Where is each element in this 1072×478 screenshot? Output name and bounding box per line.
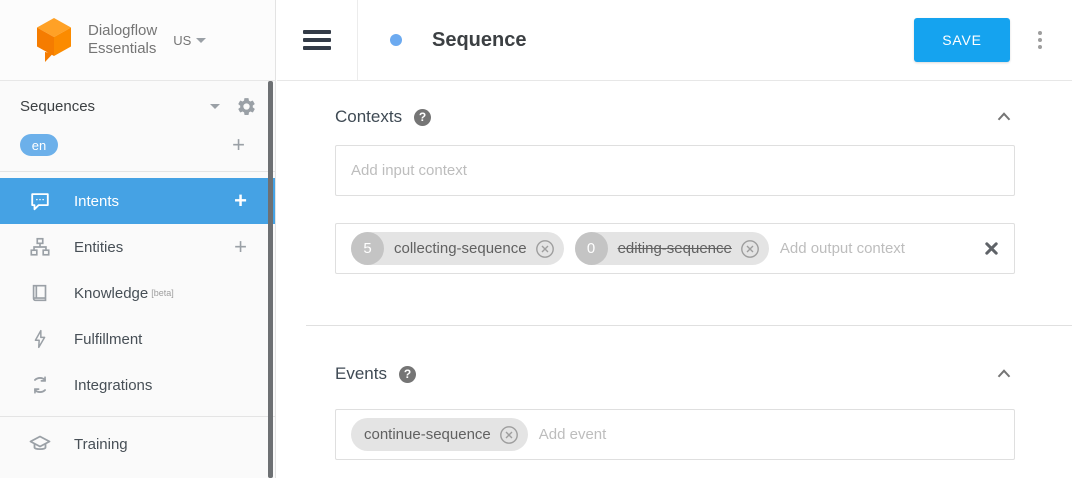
sidebar-item-label: Fulfillment xyxy=(74,330,143,348)
input-context-field[interactable]: Add input context xyxy=(335,145,1015,196)
gear-icon[interactable] xyxy=(236,96,257,117)
speech-bubble-icon xyxy=(28,189,52,213)
events-title: Events xyxy=(335,364,387,383)
app-title-line2: Essentials xyxy=(88,40,157,57)
sidebar-item-fulfillment[interactable]: Fulfillment xyxy=(0,316,275,362)
output-context-chip: 5 collecting-sequence xyxy=(351,232,564,265)
event-chip: continue-sequence xyxy=(351,418,528,451)
intent-status-dot xyxy=(390,34,402,46)
hamburger-icon xyxy=(303,30,331,50)
language-row: en + xyxy=(0,123,275,167)
contexts-section-header: Contexts ? xyxy=(335,104,1015,130)
intent-editor: Contexts ? Add input context 5 collectin… xyxy=(277,81,1072,478)
add-entity-button[interactable]: + xyxy=(234,234,247,259)
collapse-events-button[interactable] xyxy=(993,363,1015,385)
logo-area: Dialogflow Essentials US xyxy=(0,0,275,81)
sidebar-scrollbar[interactable] xyxy=(268,81,273,478)
remove-chip-icon[interactable] xyxy=(499,425,519,445)
graduation-cap-icon xyxy=(28,432,52,456)
output-context-placeholder: Add output context xyxy=(779,240,905,257)
page-title: Sequence xyxy=(432,28,527,51)
agent-name: Sequences xyxy=(20,97,96,115)
chevron-up-icon xyxy=(997,369,1011,378)
events-section-header: Events ? xyxy=(335,361,1015,387)
add-language-button[interactable]: + xyxy=(232,132,245,157)
lifespan-count[interactable]: 5 xyxy=(351,232,384,265)
collapse-contexts-button[interactable] xyxy=(993,106,1015,128)
chevron-down-icon xyxy=(196,37,207,43)
contexts-title: Contexts xyxy=(335,107,403,126)
context-chip-label: editing-sequence xyxy=(617,240,732,257)
sidebar-item-knowledge[interactable]: Knowledge [beta] xyxy=(0,270,275,316)
region-label: US xyxy=(173,32,192,48)
sidebar-item-label: Intents xyxy=(74,192,120,210)
language-pill-en[interactable]: en xyxy=(20,134,58,156)
lightning-icon xyxy=(28,327,52,351)
beta-badge: [beta] xyxy=(151,288,174,298)
more-options-button[interactable] xyxy=(1032,31,1048,49)
remove-chip-icon[interactable] xyxy=(740,239,760,259)
divider xyxy=(0,171,275,172)
output-context-chip: 0 editing-sequence xyxy=(574,232,769,265)
sidebar-item-training[interactable]: Training xyxy=(0,421,275,467)
output-context-field[interactable]: 5 collecting-sequence 0 editing-sequence… xyxy=(335,223,1015,274)
sidebar-item-entities[interactable]: Entities + xyxy=(0,224,275,270)
book-icon xyxy=(28,281,52,305)
sidebar: Dialogflow Essentials US Sequences en + … xyxy=(0,0,276,478)
remove-chip-icon[interactable] xyxy=(535,239,555,259)
event-chip-label: continue-sequence xyxy=(364,426,491,443)
context-chip-label: collecting-sequence xyxy=(394,240,527,257)
agent-selector[interactable]: Sequences xyxy=(0,89,275,123)
help-icon[interactable]: ? xyxy=(398,365,416,383)
sidebar-item-label: Integrations xyxy=(74,376,153,394)
events-field[interactable]: continue-sequence Add event xyxy=(335,409,1015,460)
page-header: Sequence SAVE xyxy=(277,0,1072,81)
clear-contexts-button[interactable] xyxy=(984,241,999,256)
event-placeholder: Add event xyxy=(538,426,607,443)
section-divider xyxy=(306,325,1072,326)
sync-icon xyxy=(28,373,52,397)
sidebar-item-integrations[interactable]: Integrations xyxy=(0,362,275,408)
help-icon[interactable]: ? xyxy=(414,108,432,126)
sidebar-item-intents[interactable]: Intents + xyxy=(0,178,275,224)
chevron-up-icon xyxy=(997,112,1011,121)
chevron-down-icon[interactable] xyxy=(210,103,220,109)
menu-toggle[interactable] xyxy=(277,0,358,80)
app-title: Dialogflow Essentials xyxy=(88,22,157,58)
dialogflow-logo-icon xyxy=(37,18,71,62)
save-button[interactable]: SAVE xyxy=(914,18,1010,62)
org-chart-icon xyxy=(28,235,52,259)
app-title-line1: Dialogflow xyxy=(88,22,158,39)
lifespan-count[interactable]: 0 xyxy=(574,232,608,265)
add-intent-button[interactable]: + xyxy=(234,188,247,213)
close-icon xyxy=(985,242,998,255)
divider xyxy=(0,416,275,417)
sidebar-item-label: Knowledge xyxy=(74,284,149,302)
sidebar-item-label: Entities xyxy=(74,238,124,256)
region-selector[interactable]: US xyxy=(173,32,207,48)
sidebar-item-label: Training xyxy=(74,435,128,453)
input-context-placeholder: Add input context xyxy=(351,162,467,179)
